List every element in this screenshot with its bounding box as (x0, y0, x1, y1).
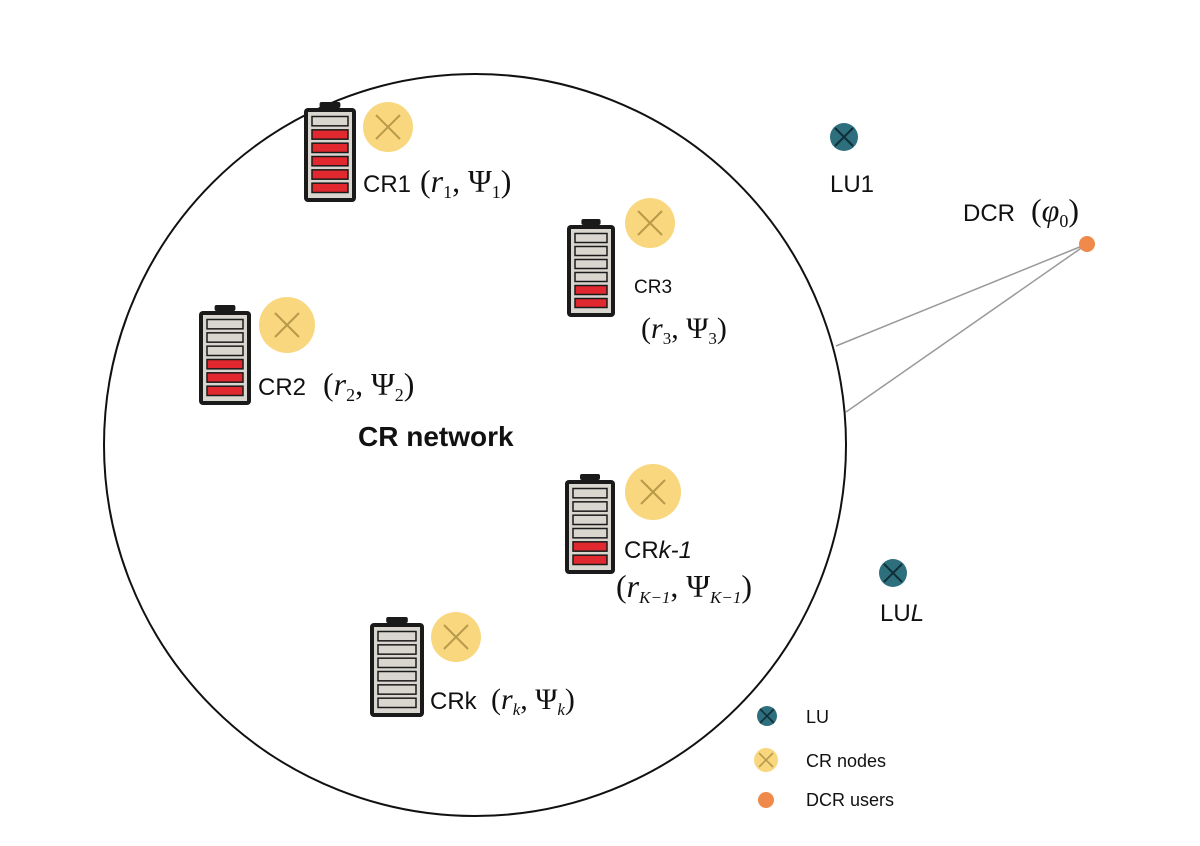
dcr-beam-upper (835, 243, 1088, 347)
cr2-params: (r2, Ψ2) (323, 366, 414, 405)
cr3-label: CR3 (634, 277, 672, 298)
cr2-node: CR2 (r2, Ψ2) (199, 297, 414, 405)
cr-network-boundary (103, 73, 847, 817)
battery-cap (581, 219, 601, 225)
battery-cell (572, 554, 608, 566)
battery-cell (377, 670, 417, 682)
battery-cell (572, 514, 608, 526)
dcr-user-icon (1079, 236, 1095, 252)
battery-cell (206, 358, 244, 370)
battery-cell (377, 644, 417, 655)
crk-battery-icon (370, 617, 424, 717)
cr1-params: (r1, Ψ1) (420, 163, 511, 202)
cr1-node: CR1 (r1, Ψ1) (304, 102, 511, 202)
battery-cell (206, 318, 244, 330)
battery-cell (574, 297, 608, 309)
battery-cell (572, 541, 608, 552)
crk1-label: CRk-1 (624, 537, 692, 564)
legend-cr-nodes-label: CR nodes (806, 751, 886, 771)
battery-cap (319, 102, 341, 108)
battery-cell (311, 115, 349, 127)
dcr-label: DCR (963, 200, 1015, 227)
legend-item-lu: LU (757, 706, 829, 727)
cr3-node: CR3 (r3, Ψ3) (567, 198, 727, 348)
battery-cell (574, 232, 608, 244)
battery-cell (311, 129, 349, 140)
dcr-user-legend-icon (758, 792, 774, 808)
svg-text:CR1: CR1 (363, 171, 411, 198)
cr1-label: CR1 (363, 171, 411, 198)
cr3-params: (r3, Ψ3) (641, 312, 727, 348)
crk1-params: (rK−1, ΨK−1) (616, 568, 752, 607)
battery-cell (206, 372, 244, 383)
battery-cell (377, 657, 417, 669)
legend-item-cr-nodes: CR nodes (754, 748, 886, 772)
lul-user: LUL (879, 559, 924, 627)
legend-dcr-users-label: DCR users (806, 790, 894, 810)
crk-params: (rk, Ψk) (491, 683, 575, 719)
cr2-battery-icon (199, 305, 251, 405)
dcr-beam-lower (845, 243, 1088, 413)
battery-cell (572, 527, 608, 539)
battery-cell (311, 142, 349, 154)
battery-cell (574, 271, 608, 283)
legend-lu-label: LU (806, 707, 829, 727)
battery-cell (377, 697, 417, 709)
battery-cell (206, 385, 244, 397)
lu1-user: LU1 (830, 123, 874, 198)
crk1-node: CRk-1 (rK−1, ΨK−1) (565, 464, 752, 607)
lu1-label: LU1 (830, 171, 874, 198)
battery-cell (574, 245, 608, 257)
crk1-battery-icon (565, 474, 615, 574)
battery-cap (580, 474, 600, 480)
battery-cell (206, 345, 244, 357)
crk-node: CRk (rk, Ψk) (370, 612, 575, 719)
battery-cell (377, 684, 417, 695)
legend: LU CR nodes DCR users (754, 706, 894, 810)
battery-cell (311, 169, 349, 180)
dcr-params: (φ0) (1031, 192, 1079, 231)
battery-cell (311, 155, 349, 167)
legend-item-dcr-users: DCR users (758, 790, 894, 810)
battery-cell (572, 487, 608, 499)
battery-cell (574, 258, 608, 270)
network-title: CR network (358, 421, 514, 452)
dcr-user: DCR (φ0) (963, 192, 1095, 252)
battery-cell (574, 284, 608, 296)
crk-label: CRk (430, 688, 478, 715)
cr2-label: CR2 (258, 374, 306, 401)
battery-cap (386, 617, 408, 623)
cr1-battery-icon (304, 102, 356, 202)
battery-cell (206, 332, 244, 343)
lul-label: LUL (880, 600, 924, 627)
battery-cell (377, 630, 417, 642)
battery-cell (311, 182, 349, 194)
battery-cell (572, 501, 608, 512)
battery-cap (214, 305, 236, 311)
cr3-battery-icon (567, 219, 615, 317)
